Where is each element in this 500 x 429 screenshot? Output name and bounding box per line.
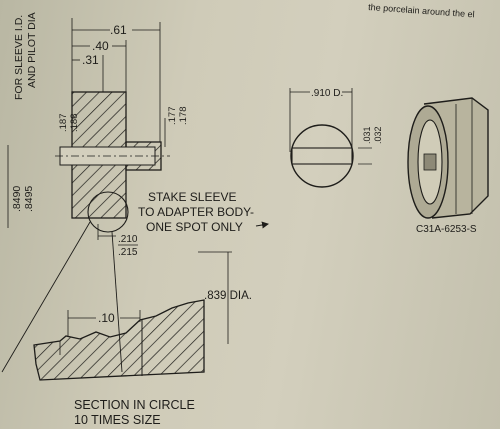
stake-note-line3: ONE SPOT ONLY <box>146 220 243 234</box>
dim-178: .178 <box>178 107 189 126</box>
detail-circle <box>87 191 129 233</box>
dim-031: .31 <box>82 53 99 67</box>
detail-leader-left <box>1 221 91 373</box>
dim-032: .032 <box>373 126 383 144</box>
sleeve-slot <box>423 153 437 171</box>
dim-031b: .031 <box>362 126 372 144</box>
dim-010: .10 <box>98 311 115 325</box>
dim-215: .215 <box>118 247 138 258</box>
header-text: the porcelain around the el <box>368 2 475 19</box>
dim-177: .177 <box>167 107 178 126</box>
isometric-sleeve-view <box>407 97 489 219</box>
dim-188: .188 <box>69 114 80 133</box>
part-number: C31A-6253-S <box>416 224 477 235</box>
dim-061: .61 <box>110 23 127 37</box>
sleeve-section-view <box>55 91 170 219</box>
end-view <box>289 88 354 188</box>
dim-910: .910 D. <box>311 88 343 99</box>
end-view-circle <box>290 124 354 188</box>
section-caption-line2: 10 TIMES SIZE <box>74 413 161 427</box>
top-dimensions: .61 .40 .31 <box>71 18 161 142</box>
sleeve-label-line1: FOR SLEEVE I.D. <box>13 15 25 100</box>
enlarged-section-detail <box>33 299 205 381</box>
dim-8495: .8495 <box>23 186 35 212</box>
dim-187: .187 <box>58 114 69 133</box>
dim-8490: .8490 <box>11 186 23 212</box>
section-profile <box>33 299 205 381</box>
stake-note-line2: TO ADAPTER BODY- <box>138 205 254 219</box>
sleeve-label-line2: AND PILOT DIA <box>26 12 38 88</box>
dim-839-dia: .839 DIA. <box>204 290 252 302</box>
dim-040: .40 <box>92 39 109 53</box>
end-view-slot <box>291 147 353 165</box>
stake-note-line1: STAKE SLEEVE <box>148 190 236 204</box>
section-caption-line1: SECTION IN CIRCLE <box>74 398 195 412</box>
dim-210: .210 <box>118 234 138 245</box>
